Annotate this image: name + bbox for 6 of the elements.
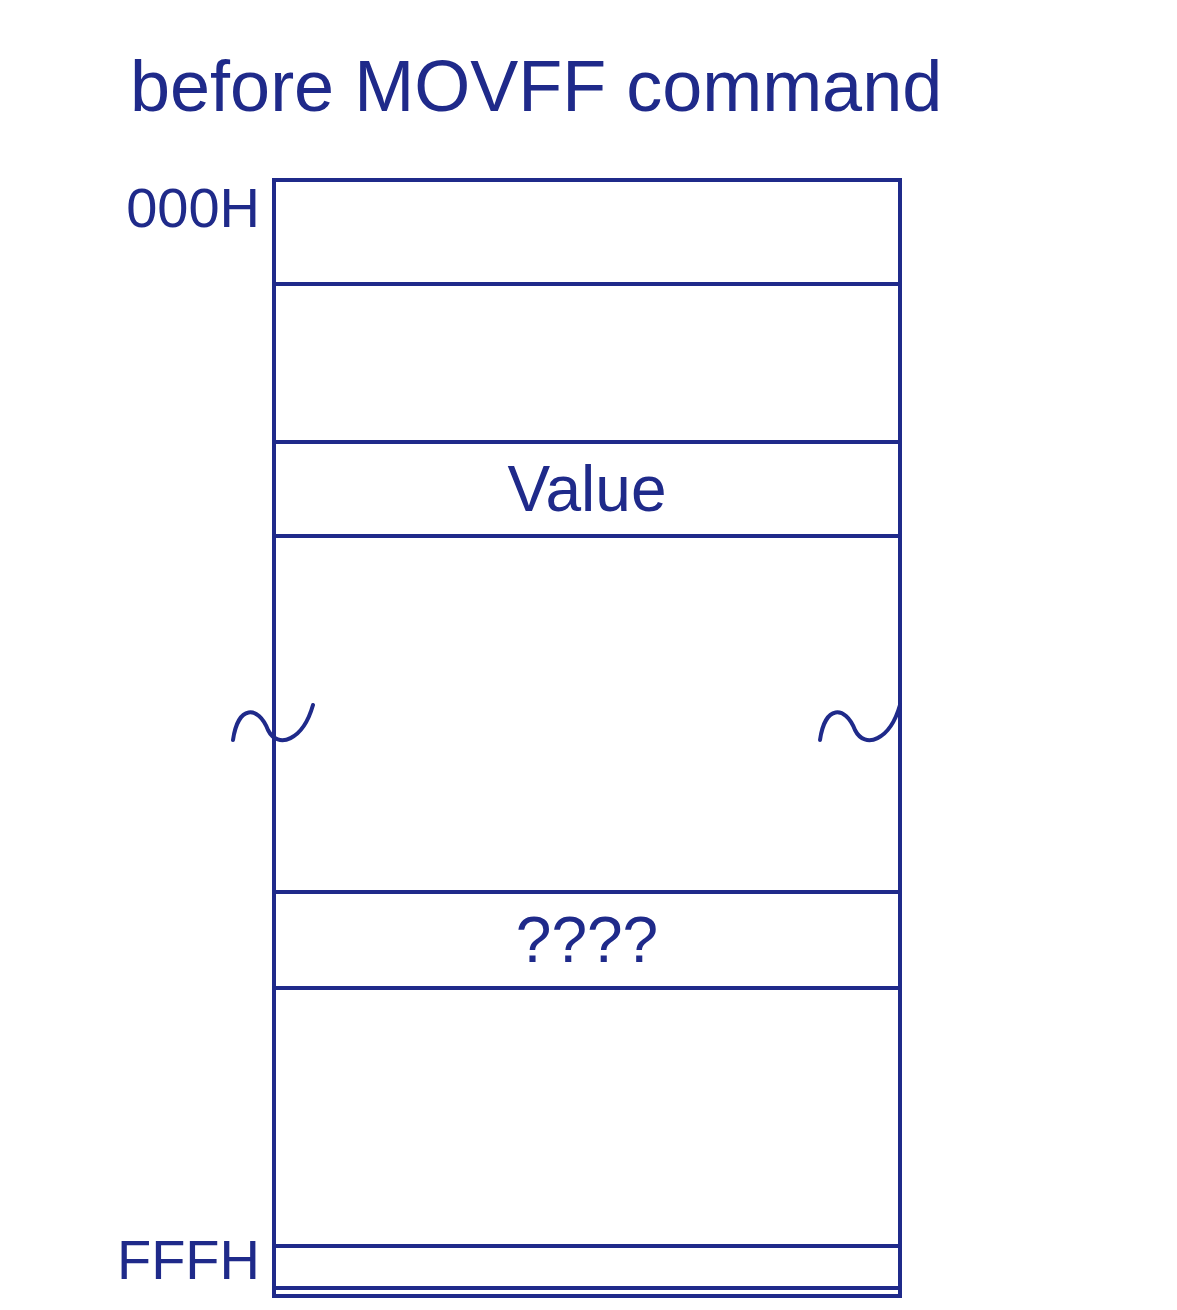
address-label: FFFH: [115, 1232, 260, 1288]
address-label: 000H: [125, 180, 260, 236]
diagram-title: before MOVFF command: [130, 50, 943, 122]
cell-text: ????: [515, 908, 659, 972]
memory-cell: [272, 1244, 902, 1298]
cell-text: Value: [507, 457, 667, 521]
